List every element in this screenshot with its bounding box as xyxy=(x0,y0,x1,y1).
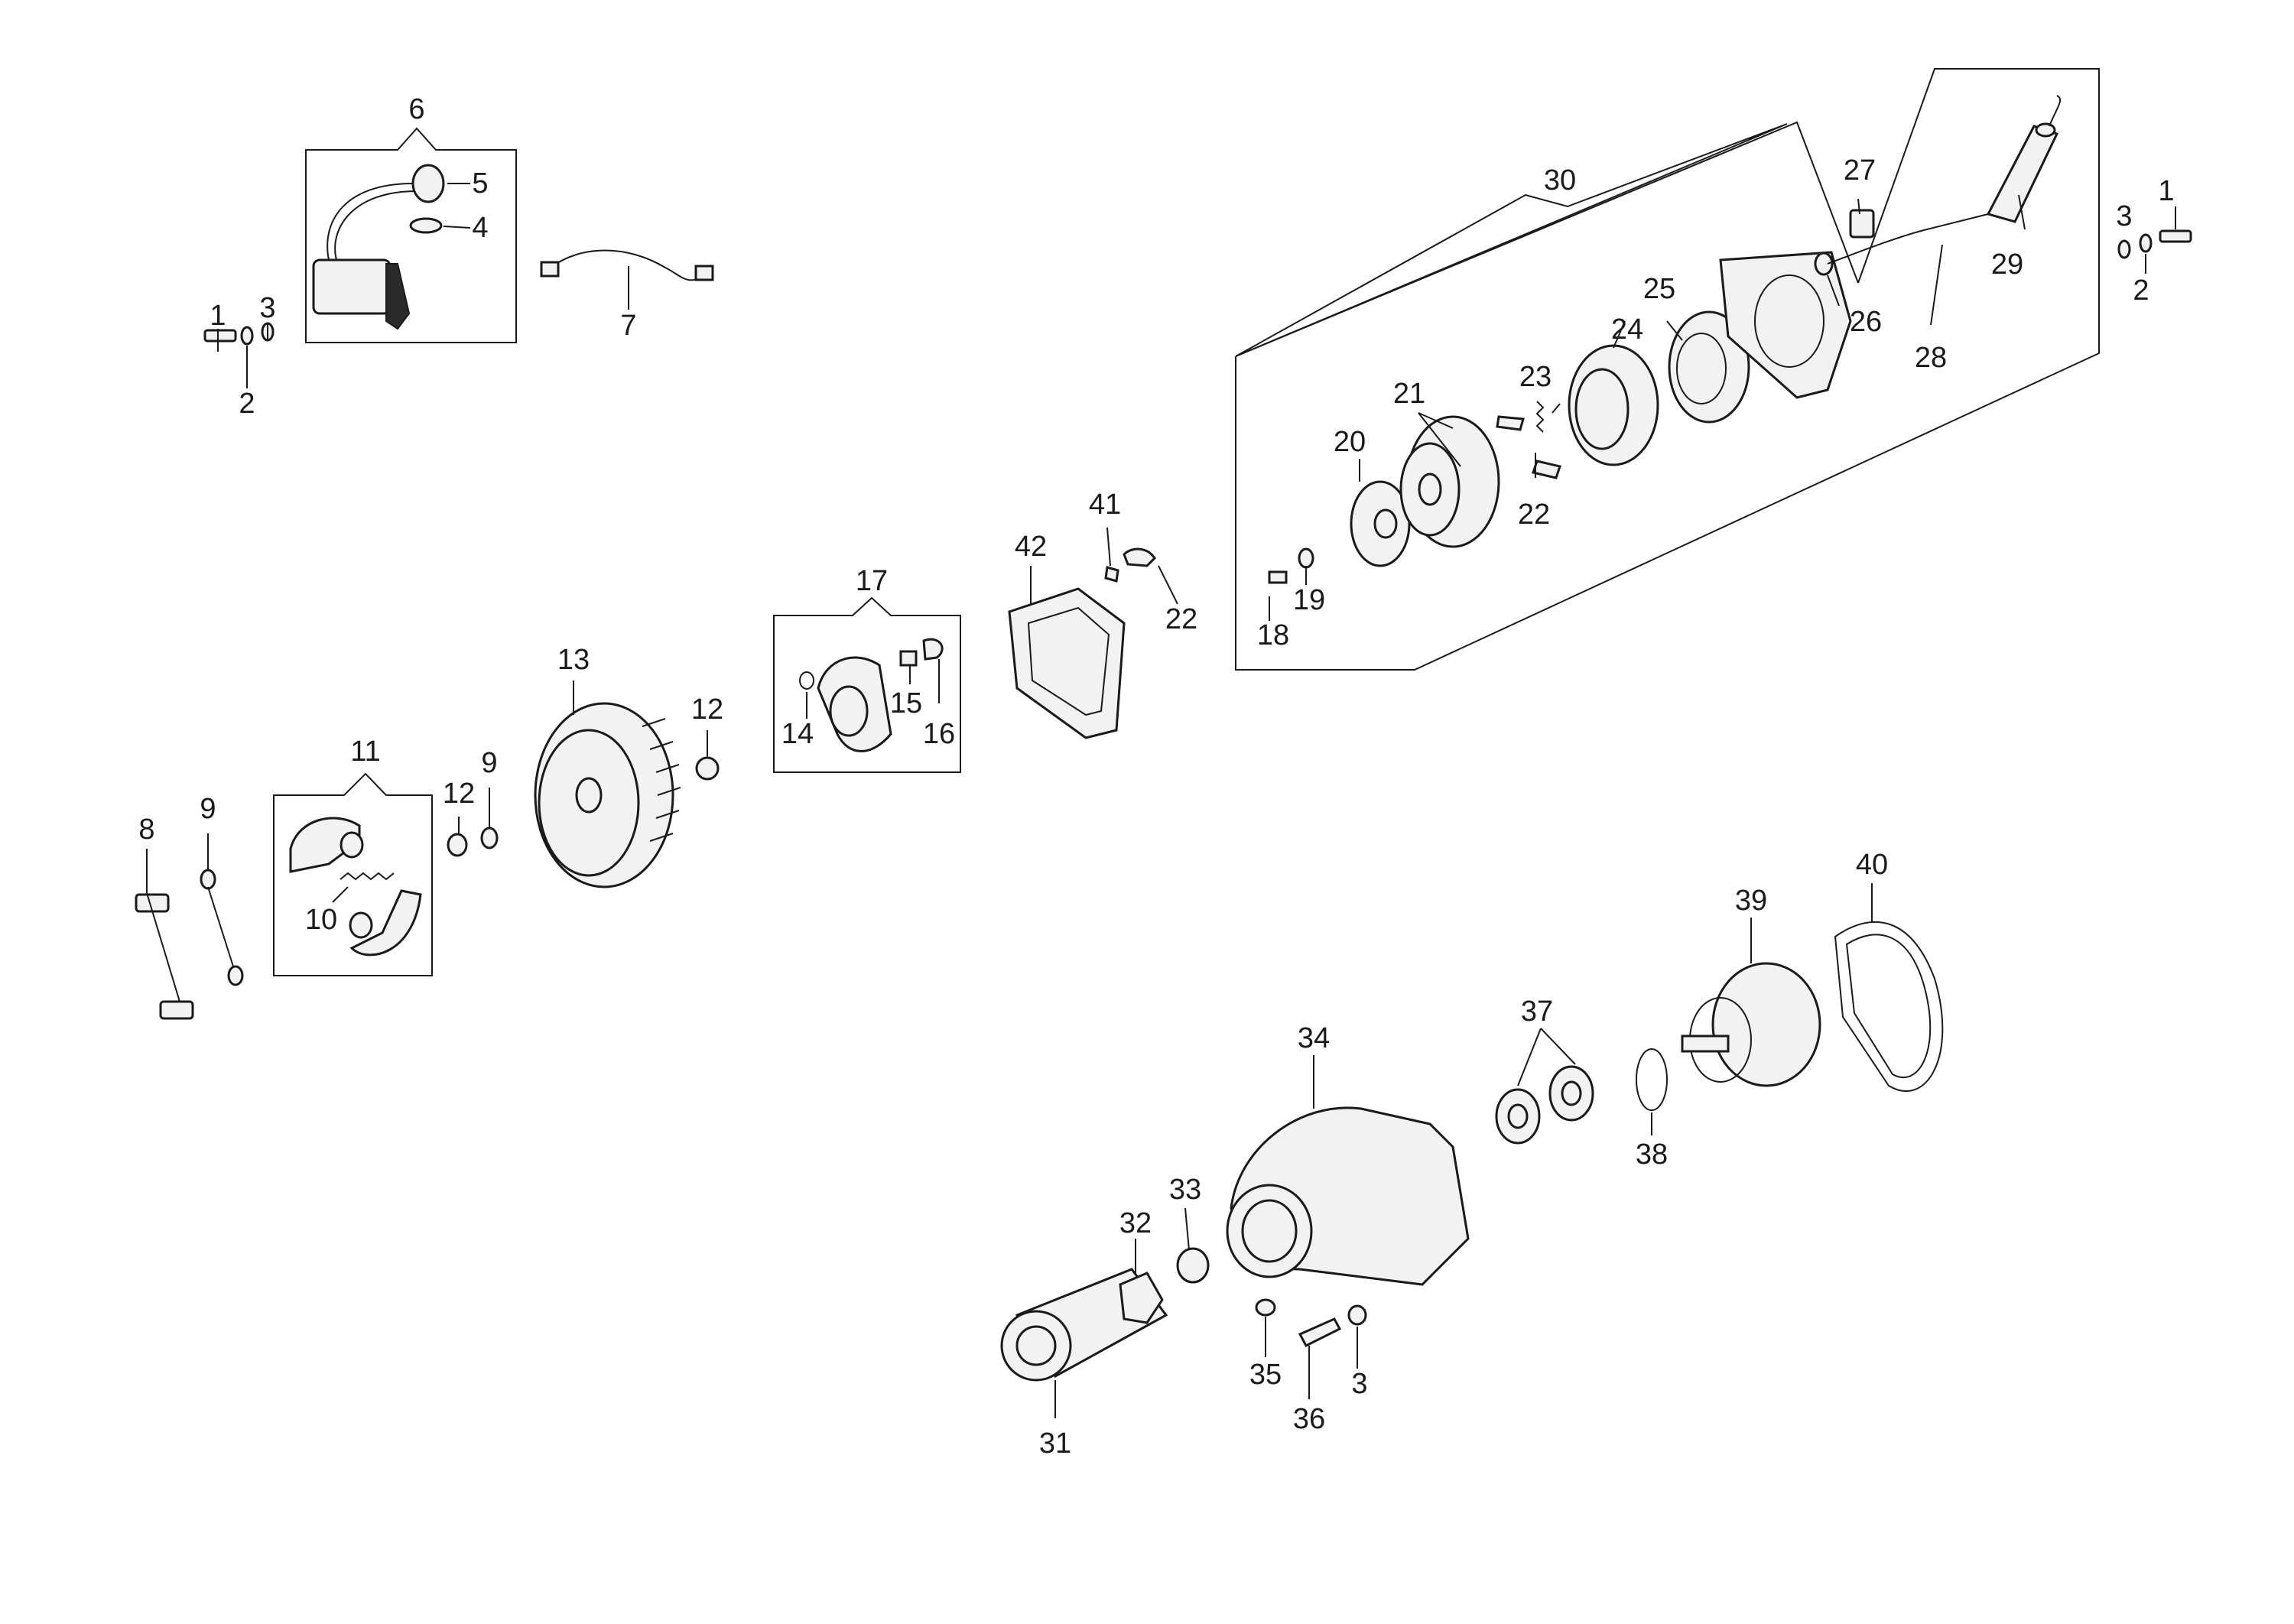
callout-25: 25 xyxy=(1643,273,1675,305)
callout-24: 24 xyxy=(1611,313,1643,346)
clutch-group xyxy=(273,772,433,976)
callout-41: 41 xyxy=(1089,489,1121,521)
screw-washer-left xyxy=(203,322,275,388)
callout-28: 28 xyxy=(1915,342,1947,374)
callout-18: 18 xyxy=(1257,619,1289,651)
callout-3: 3 xyxy=(259,292,275,324)
screw-washer-right xyxy=(2117,206,2192,274)
callout-15: 15 xyxy=(890,687,922,719)
clutch-bolts xyxy=(135,833,244,1020)
callout-29: 29 xyxy=(1991,248,2023,281)
starter-group xyxy=(1235,68,2100,671)
callout-4: 4 xyxy=(472,212,488,244)
callout-8: 8 xyxy=(138,814,154,846)
gear-housing-group xyxy=(1000,883,1944,1418)
callout-5: 5 xyxy=(472,167,488,200)
callout-1: 1 xyxy=(2158,175,2174,207)
callout-2: 2 xyxy=(239,388,255,420)
callout-7: 7 xyxy=(620,310,636,342)
callout-20: 20 xyxy=(1334,426,1366,458)
callout-12: 12 xyxy=(691,693,723,726)
callout-35: 35 xyxy=(1249,1359,1282,1391)
callout-14: 14 xyxy=(781,718,814,750)
callout-1: 1 xyxy=(210,300,226,332)
callout-36: 36 xyxy=(1293,1403,1325,1435)
ignition-coil-group xyxy=(305,127,517,343)
flywheel-group xyxy=(447,680,720,888)
housing-group xyxy=(1008,527,1178,739)
callout-33: 33 xyxy=(1169,1174,1201,1206)
callout-10: 10 xyxy=(305,904,337,936)
callout-19: 19 xyxy=(1293,584,1325,616)
callout-9: 9 xyxy=(200,793,216,825)
callout-40: 40 xyxy=(1856,849,1888,881)
callout-2: 2 xyxy=(2133,274,2149,307)
callout-3: 3 xyxy=(2116,200,2132,232)
callout-37: 37 xyxy=(1521,996,1553,1028)
ignition-wire xyxy=(540,249,714,310)
callout-3: 3 xyxy=(1351,1368,1367,1400)
callout-13: 13 xyxy=(557,644,590,676)
callout-17: 17 xyxy=(856,565,888,597)
callout-26: 26 xyxy=(1850,306,1882,338)
callout-11: 11 xyxy=(350,736,380,768)
callout-27: 27 xyxy=(1844,154,1876,187)
callout-21: 21 xyxy=(1393,378,1425,410)
callout-22: 22 xyxy=(1165,603,1197,635)
callout-22: 22 xyxy=(1518,499,1550,531)
callout-32: 32 xyxy=(1119,1207,1152,1239)
callout-6: 6 xyxy=(408,93,424,125)
callout-39: 39 xyxy=(1735,885,1767,917)
callout-23: 23 xyxy=(1519,361,1552,393)
callout-12: 12 xyxy=(443,778,475,810)
bracket-group xyxy=(773,596,961,773)
callout-31: 31 xyxy=(1039,1427,1071,1460)
callout-42: 42 xyxy=(1015,531,1047,563)
callout-9: 9 xyxy=(481,747,497,779)
callout-30: 30 xyxy=(1544,164,1576,197)
callout-38: 38 xyxy=(1636,1138,1668,1171)
callout-34: 34 xyxy=(1298,1022,1330,1054)
callout-labels: 1 2 3 4 5 6 7 8 9 9 10 11 12 12 13 14 15… xyxy=(138,93,2174,1460)
callout-16: 16 xyxy=(923,718,955,750)
